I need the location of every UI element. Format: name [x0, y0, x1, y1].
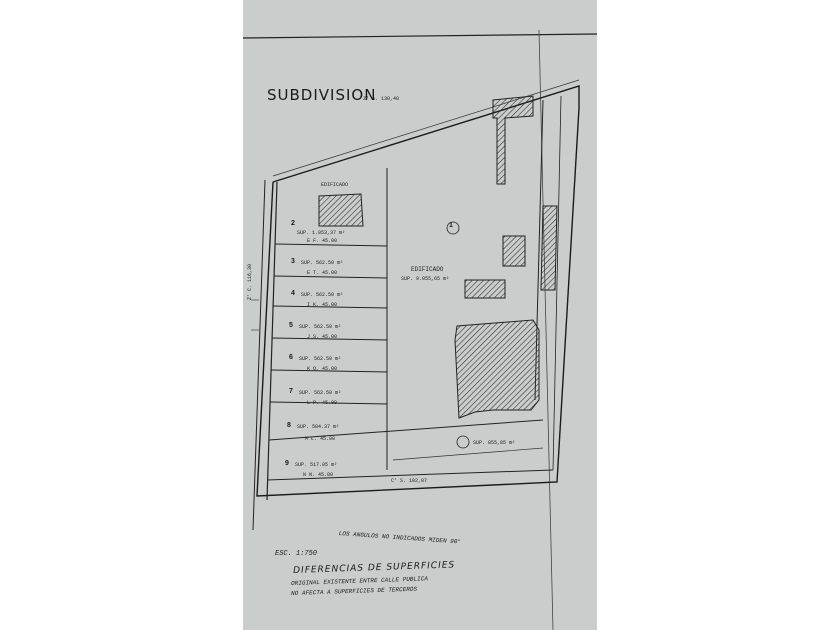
- lot-area: SUP. 562.50 m²: [301, 292, 344, 298]
- lot-number: 4: [291, 290, 295, 297]
- lot-area: SUP. 584.37 m²: [297, 424, 340, 430]
- lot2-building-label: EDIFICADO: [321, 182, 349, 188]
- lot-number: 6: [289, 354, 293, 361]
- lot-frontage: K Q. 45.00: [307, 366, 338, 372]
- lot-area: SUP. 562.50 m²: [301, 260, 344, 266]
- lot-frontage: L P. 45.00: [307, 400, 338, 406]
- lot-10-marker: [456, 435, 470, 449]
- lot-frontage: M L. 45.00: [305, 436, 336, 442]
- lot-frontage: N N. 45.00: [303, 472, 334, 478]
- lot-number: 3: [291, 258, 295, 265]
- page-title: SUBDIVISION: [267, 86, 377, 104]
- lot-frontage: E T. 45.00: [307, 270, 338, 276]
- lot-number: 5: [289, 322, 293, 329]
- lot-frontage: E F. 45.00: [307, 238, 338, 244]
- lot-10-area: SUP. 855,85 m²: [473, 440, 516, 446]
- lot-frontage: J S. 45.00: [307, 334, 338, 340]
- lot-area: SUP. 562.50 m²: [299, 390, 342, 396]
- right-background: [597, 0, 840, 630]
- main-building-label: EDIFICADO: [411, 266, 444, 273]
- lot-number: 7: [289, 388, 293, 395]
- lot-number: 8: [287, 422, 291, 429]
- left-dimension: Z' C. 116,30: [247, 263, 253, 300]
- lot-1-marker: [446, 221, 460, 235]
- lot-area: SUP. 1.053,37 m²: [297, 230, 346, 236]
- lot-area: SUP. 562.50 m²: [299, 356, 342, 362]
- lot-area: SUP. 517.05 m²: [295, 462, 338, 468]
- lot-area: SUP. 562.50 m²: [299, 324, 342, 330]
- scale-label: ESC. 1:750: [275, 550, 318, 558]
- lot-number: 9: [285, 460, 289, 467]
- lot-frontage: I K. 45.00: [307, 302, 338, 308]
- bottom-dimension: C' S. 102,07: [391, 478, 428, 484]
- main-lot-area: SUP. 9.055,65 m²: [401, 276, 450, 282]
- lot-number: 2: [291, 220, 295, 227]
- left-background: [0, 0, 243, 630]
- plan-drawing: [243, 29, 597, 630]
- subdivision-plan-sheet: SUBDIVISION Z' A. 130,40 Z' C. 116,30 ED…: [243, 0, 597, 630]
- top-dimension: Z' A. 130,40: [363, 96, 400, 102]
- lot-1-number: 1: [449, 222, 453, 229]
